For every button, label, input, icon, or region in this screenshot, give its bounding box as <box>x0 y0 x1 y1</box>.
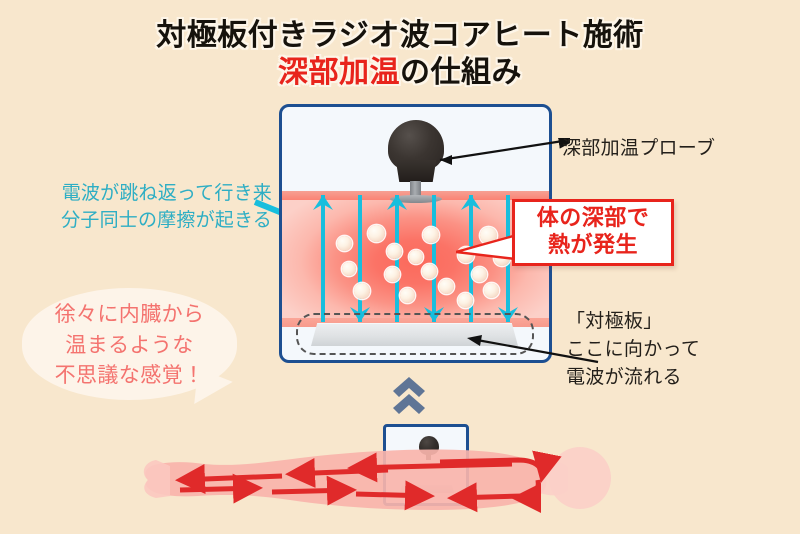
plate-label-line-1: 「対極板」 <box>566 311 663 332</box>
probe-leader-line <box>439 138 570 165</box>
molecule <box>409 250 423 264</box>
plate-label-line-2: ここに向かって <box>566 339 701 361</box>
wave-line-4 <box>432 195 436 322</box>
bubble-line-2: 温まるような <box>65 332 194 357</box>
molecule <box>484 283 499 298</box>
title-line-2: 深部加温の仕組み <box>0 55 800 90</box>
plate-label: 「対極板」 ここに向かって 電波が流れる <box>566 308 700 392</box>
electrode-plate <box>311 323 518 346</box>
wave-reflection-note: 電波が跳ね返って行き来 分子同士の摩擦が起きる <box>10 181 272 235</box>
molecule <box>354 283 370 299</box>
molecule <box>337 236 352 251</box>
title-accent-text: 深部加温 <box>278 56 400 90</box>
wave-note-line-1: 電波が跳ね返って行き来 <box>61 183 272 204</box>
molecule <box>400 288 415 303</box>
probe-neck <box>395 160 437 182</box>
heat-generation-callout: 体の深部で 熱が発生 <box>512 199 674 266</box>
skin-surface-bottom <box>282 318 549 327</box>
wave-note-line-2: 分子同士の摩擦が起きる <box>61 209 272 231</box>
molecule <box>439 279 454 294</box>
title-rest-text: の仕組み <box>400 56 522 90</box>
molecule <box>385 267 400 282</box>
reclining-body-figure <box>143 447 611 513</box>
speech-bubble <box>22 288 237 400</box>
molecule <box>480 227 497 244</box>
heat-callout-line-1: 体の深部で <box>536 206 650 232</box>
bubble-line-3: 不思議な感覚！ <box>54 363 205 388</box>
page-title: 対極板付きラジオ波コアヒート施術 深部加温の仕組み <box>0 18 800 91</box>
wave-line-1 <box>321 195 325 322</box>
plate-label-line-3: 電波が流れる <box>566 367 682 389</box>
wave-line-2 <box>358 195 362 322</box>
circulation-arrows <box>175 450 562 513</box>
probe-stem <box>410 181 421 198</box>
molecule <box>458 293 473 308</box>
plate-leader-line <box>467 335 599 364</box>
molecule <box>422 264 437 279</box>
molecule <box>368 225 385 242</box>
treatment-diagram-panel <box>279 104 552 363</box>
probe-label: 深部加温プローブ <box>562 138 716 159</box>
upward-chevrons-icon <box>393 377 425 414</box>
title-line-1: 対極板付きラジオ波コアヒート施術 <box>156 19 644 52</box>
bubble-line-1: 徐々に内臓から <box>54 302 205 326</box>
molecule <box>472 267 487 282</box>
heat-callout-line-2: 熱が発生 <box>547 232 638 258</box>
molecule <box>423 227 439 243</box>
molecule <box>342 262 356 276</box>
molecule <box>387 244 402 259</box>
electrode-plate-outline <box>296 313 534 355</box>
probe-base-plate <box>390 195 442 203</box>
speech-bubble-text: 徐々に内臓から 温まるような 不思議な感覚！ <box>22 299 237 391</box>
